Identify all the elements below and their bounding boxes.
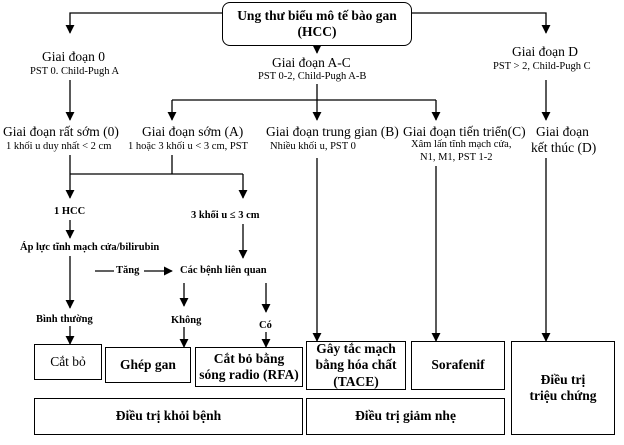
connector-top-right — [412, 12, 551, 34]
symptomatic-label-line2: triệu chứng — [529, 388, 597, 403]
hcc-title-box: Ung thư biểu mô tế bào gan (HCC) — [222, 2, 412, 46]
intermediate-name: Giai đoạn trung gian (B) — [266, 124, 399, 139]
stageD-name: Giai đoạn D — [512, 44, 578, 59]
rfa-label-line1: Cắt bỏ bằng — [213, 350, 285, 366]
connector-top-left — [65, 12, 222, 34]
terminal-name1: Giai đoạn — [536, 124, 589, 139]
tace-label-line3: (TACE) — [333, 373, 379, 389]
sorafenib-box: Sorafenif — [411, 341, 505, 390]
single-hcc-label: 1 HCC — [54, 206, 86, 217]
related-diseases-label: Các bệnh liên quan — [180, 265, 267, 276]
stage0-name: Giai đoạn 0 — [42, 49, 105, 64]
sorafenib-label: Sorafenif — [431, 357, 485, 373]
palliative-group-box: Điều trị giảm nhẹ — [306, 398, 505, 435]
curative-group-label: Điều trị khỏi bệnh — [115, 408, 222, 424]
curative-group-box: Điều trị khỏi bệnh — [34, 398, 303, 435]
advanced-name: Giai đoạn tiến triển(C) — [403, 124, 526, 139]
terminal-name2: kết thúc (D) — [531, 140, 597, 155]
stageD-desc: PST > 2, Child-Pugh C — [493, 61, 591, 72]
increased-label: Tăng — [116, 265, 140, 276]
stage0-desc: PST 0. Child-Pugh A — [30, 66, 120, 77]
early-desc: 1 hoặc 3 khối u < 3 cm, PST — [128, 141, 248, 152]
hcc-title-line2: (HCC) — [297, 24, 337, 39]
very-early-desc: 1 khối u duy nhất < 2 cm — [6, 141, 112, 152]
tace-label-line1: Gây tắc mạch — [316, 341, 396, 357]
early-name: Giai đoạn sớm (A) — [142, 124, 244, 139]
portal-pressure-label: Áp lực tĩnh mạch cửa/bilirubin — [20, 242, 160, 253]
resection-box: Cắt bỏ — [34, 344, 102, 380]
yes-label: Có — [259, 320, 272, 331]
advanced-desc2: N1, M1, PST 1-2 — [420, 152, 493, 163]
symptomatic-box: Điều trị triệu chứng — [511, 341, 615, 435]
palliative-group-label: Điều trị giảm nhẹ — [355, 408, 456, 424]
very-early-name: Giai đoạn rất sớm (0) — [3, 124, 119, 139]
three-nodules-label: 3 khối u ≤ 3 cm — [191, 210, 260, 221]
hcc-title-line1: Ung thư biểu mô tế bào gan — [237, 7, 397, 23]
transplant-label: Ghép gan — [120, 356, 176, 372]
stageAC-desc: PST 0-2, Child-Pugh A-B — [258, 71, 367, 82]
intermediate-desc: Nhiều khối u, PST 0 — [270, 141, 356, 152]
normal-label: Bình thường — [36, 314, 93, 325]
stageAC-name: Giai đoạn A-C — [272, 55, 351, 70]
rfa-box: Cắt bỏ bằng sóng radio (RFA) — [195, 347, 303, 387]
advanced-desc1: Xâm lấn tĩnh mạch cửa, — [411, 139, 512, 150]
resection-label: Cắt bỏ — [50, 353, 86, 369]
tace-box: Gây tắc mạch bằng hóa chất (TACE) — [306, 341, 406, 390]
symptomatic-label-line1: Điều trị — [540, 371, 586, 387]
no-label: Không — [171, 315, 202, 326]
tace-label-line2: bằng hóa chất — [315, 357, 397, 373]
rfa-label-line2: sóng radio (RFA) — [199, 367, 299, 382]
transplant-box: Ghép gan — [105, 347, 191, 383]
